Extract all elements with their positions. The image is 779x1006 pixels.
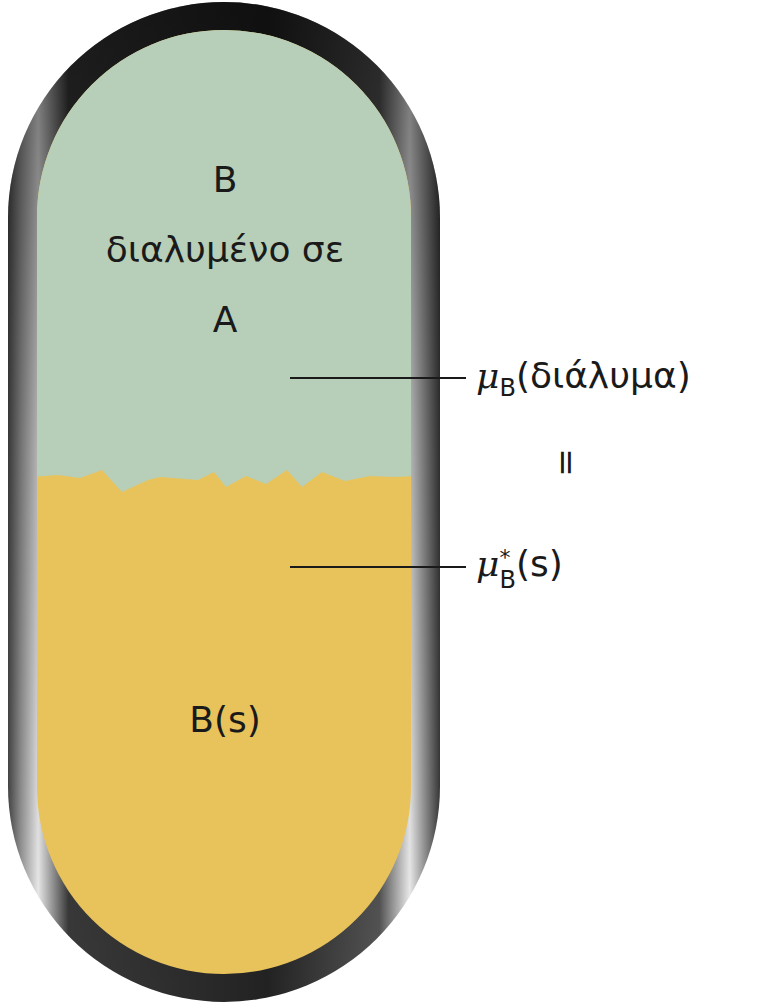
label-part: B bbox=[499, 374, 515, 402]
leader-line bbox=[290, 377, 466, 379]
vessel-shade bbox=[8, 2, 440, 1002]
region-label: B διαλυμένο σε A bbox=[106, 145, 344, 355]
label-part: B bbox=[499, 569, 515, 592]
super-sub-stack: *B bbox=[499, 548, 515, 592]
solution-phase bbox=[37, 30, 411, 492]
label-part: = bbox=[546, 448, 587, 477]
vessel-wall bbox=[8, 2, 440, 1002]
label-part: (διάλυμα) bbox=[516, 355, 691, 396]
label-part: μ bbox=[476, 355, 499, 396]
chemical-potential-label: μB(διάλυμα) bbox=[476, 354, 691, 403]
solid-region: B(s) bbox=[40, 500, 410, 940]
label-part: * bbox=[499, 548, 515, 569]
label-part: (s) bbox=[516, 543, 563, 584]
solid-phase bbox=[37, 30, 411, 974]
region-label: B(s) bbox=[189, 685, 261, 755]
label-part: μ bbox=[476, 543, 499, 584]
equality-sign: = bbox=[552, 440, 581, 483]
solution-region: B διαλυμένο σε A bbox=[40, 40, 410, 460]
chemical-potential-label: μ*B(s) bbox=[476, 542, 563, 592]
leader-line bbox=[290, 566, 466, 568]
